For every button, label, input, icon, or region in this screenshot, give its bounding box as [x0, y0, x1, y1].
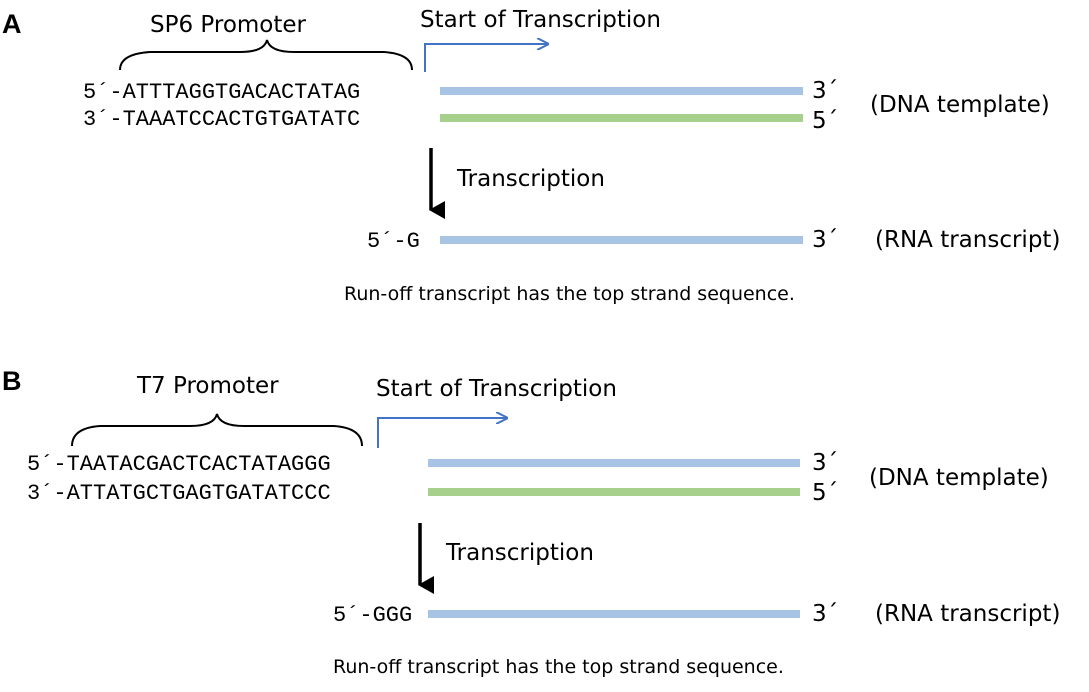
panel-a-promoter-label: SP6 Promoter — [150, 12, 307, 38]
panel-b-dna-label: (DNA template) — [869, 465, 1049, 491]
panel-a-note: Run-off transcript has the top strand se… — [344, 283, 795, 305]
panel-a-letter: A — [2, 9, 22, 39]
panel-a: A SP6 Promoter Start of Transcription 5´… — [2, 7, 1060, 305]
panel-b-promoter-brace — [71, 413, 363, 447]
panel-a-bottom-end-label: 5´ — [812, 108, 838, 134]
panel-b-start-label: Start of Transcription — [376, 376, 617, 402]
panel-a-bottom-sequence: 3´-TAAATCCACTGTGATATC — [83, 107, 360, 132]
panel-b-note: Run-off transcript has the top strand se… — [333, 656, 784, 678]
panel-a-transcription-label: Transcription — [456, 166, 605, 192]
panel-a-rna-label: (RNA transcript) — [875, 227, 1060, 253]
panel-b-promoter-label: T7 Promoter — [136, 373, 279, 399]
panel-b-rna-label: (RNA transcript) — [875, 601, 1060, 627]
panel-a-rna-start: 5´-G — [367, 229, 420, 254]
panel-b: B T7 Promoter Start of Transcription 5´-… — [2, 366, 1060, 678]
panel-a-start-label: Start of Transcription — [420, 7, 661, 33]
panel-b-transcription-label: Transcription — [445, 540, 594, 566]
panel-b-start-arrow — [377, 418, 507, 448]
panel-b-bottom-sequence: 3´-ATTATGCTGAGTGATATCCC — [27, 481, 331, 506]
panel-b-top-sequence: 5´-TAATACGACTCACTATAGGG — [27, 452, 331, 477]
panel-b-letter: B — [2, 366, 22, 396]
panel-a-top-end-label: 3´ — [812, 78, 838, 104]
panel-a-start-arrow — [424, 44, 548, 72]
panel-a-rna-end-label: 3´ — [812, 227, 838, 253]
panel-b-bottom-end-label: 5´ — [812, 480, 838, 506]
panel-b-rna-start: 5´-GGG — [333, 603, 412, 628]
panel-b-rna-end-label: 3´ — [812, 601, 838, 627]
panel-a-top-sequence: 5´-ATTTAGGTGACACTATAG — [83, 80, 360, 105]
panel-b-top-end-label: 3´ — [812, 450, 838, 476]
panel-a-promoter-brace — [119, 39, 413, 71]
panel-a-dna-label: (DNA template) — [870, 92, 1050, 118]
